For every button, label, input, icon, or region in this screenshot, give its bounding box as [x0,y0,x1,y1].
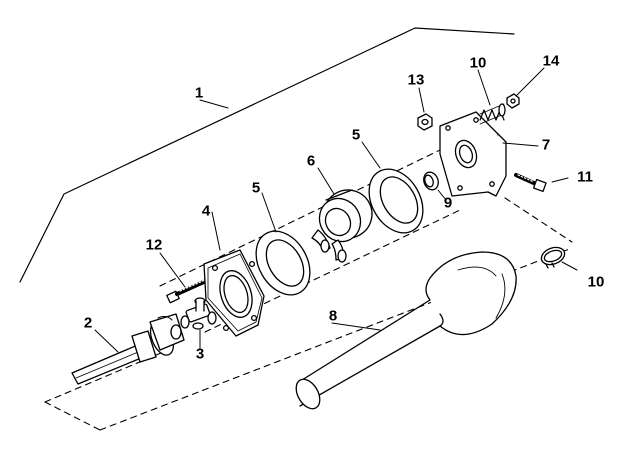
gasket-left [255,230,311,296]
spring [479,103,506,125]
callout-4: 4 [201,202,211,220]
callout-2: 2 [83,314,93,332]
callout-11: 11 [577,168,593,186]
callout-10-top: 10 [469,54,487,72]
assembly-bracket [19,27,515,283]
bolt-left [166,279,208,304]
callout-14: 14 [542,52,560,70]
callout-3: 3 [195,345,205,363]
clamp-ring [540,246,566,269]
gasket-right [368,168,424,234]
callout-10-bottom: 10 [587,273,605,291]
callout-13: 13 [407,71,425,89]
bolt-right [514,173,547,193]
yoke-shaft [71,313,185,385]
ring [423,171,439,191]
callout-1: 1 [194,84,204,102]
nut-small [417,113,433,131]
cross-u-joint [180,297,217,343]
callout-5-left: 5 [251,179,261,197]
callout-9: 9 [443,194,453,212]
coupler-yoke [311,189,373,263]
callout-8: 8 [328,307,338,325]
leader-lines [94,67,578,353]
callout-6: 6 [306,152,316,170]
housing-flange [439,111,507,197]
tube-boot [295,251,517,410]
nut-top [506,93,520,109]
callout-5-right: 5 [351,126,361,144]
callout-7: 7 [541,136,551,154]
mounting-plate [203,249,265,337]
callout-12: 12 [145,236,163,254]
